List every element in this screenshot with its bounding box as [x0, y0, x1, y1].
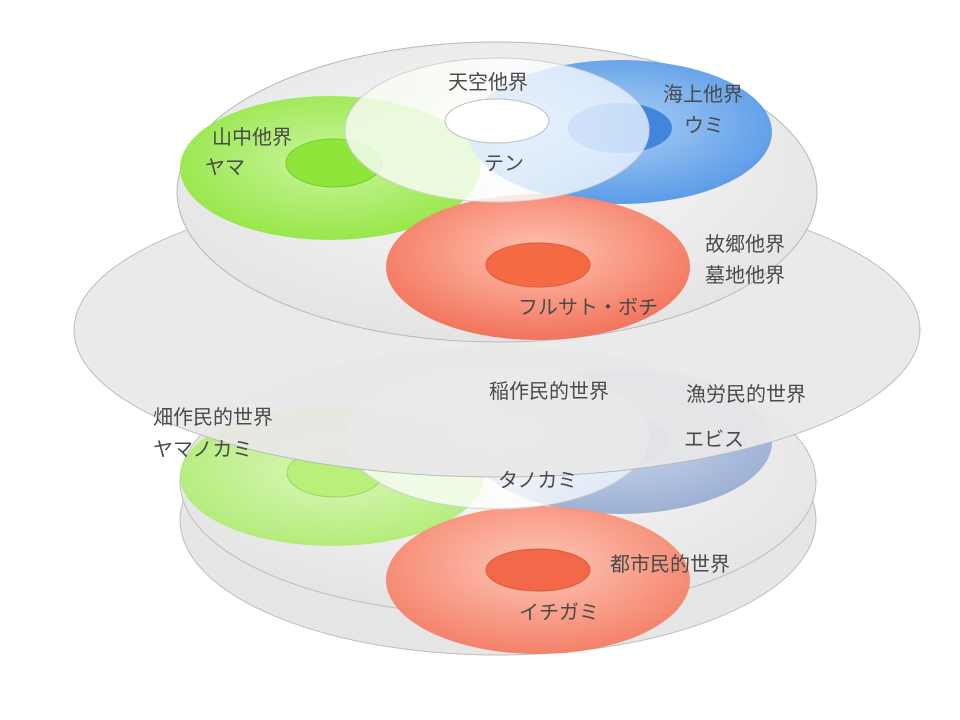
mountain-deity: ヤマ	[205, 155, 245, 179]
home-deity: フルサト・ボチ	[518, 295, 658, 319]
fishing-title: 漁労民的世界	[686, 382, 806, 406]
home-subtitle: 墓地他界	[705, 263, 785, 287]
field-deity: ヤマノカミ	[153, 437, 253, 461]
home-title: 故郷他界	[705, 232, 785, 256]
sea-deity: ウミ	[684, 113, 724, 137]
fishing-deity: エビス	[684, 427, 744, 451]
sky-deity: テン	[484, 151, 524, 175]
home-core	[485, 242, 591, 288]
rice-deity: タノカミ	[498, 468, 578, 492]
urban-title: 都市民的世界	[610, 552, 730, 576]
field-title: 畑作民的世界	[153, 405, 273, 429]
mountain-title: 山中他界	[212, 125, 292, 149]
urban-core	[485, 548, 591, 592]
sky-title: 天空他界	[448, 70, 528, 94]
sky-core	[444, 98, 550, 144]
sea-title: 海上他界	[663, 82, 743, 106]
rice-title: 稲作民的世界	[489, 379, 609, 403]
upper-layer	[73, 41, 921, 478]
urban-deity: イチガミ	[519, 600, 599, 624]
